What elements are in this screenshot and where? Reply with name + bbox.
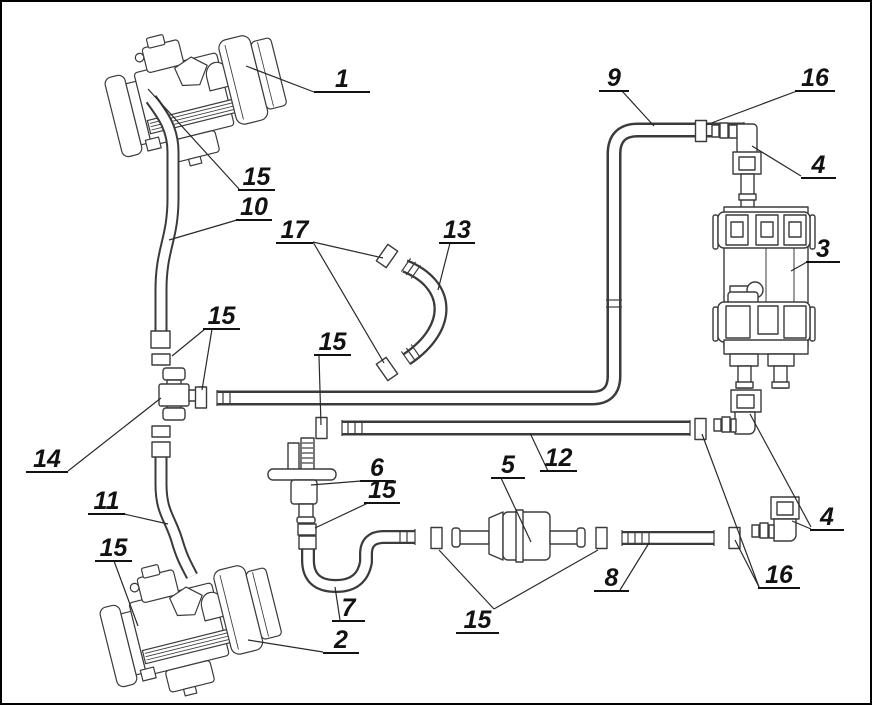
callout-4-leader [751, 145, 802, 177]
callout-10-leader [168, 219, 238, 241]
callout-15-leader [201, 328, 213, 391]
clamp-15-hose9-end [194, 386, 208, 409]
callout-15-label: 15 [319, 328, 348, 356]
callout-15-label: 15 [368, 476, 397, 504]
callout-13-label: 13 [443, 216, 471, 244]
callout-5-leader [500, 477, 532, 543]
clamp-15-valve [297, 523, 317, 536]
callout-13-leader [437, 242, 451, 291]
callout-15-leader [493, 549, 599, 610]
carburetor-1 [96, 8, 297, 182]
callout-17-label: 17 [281, 216, 310, 244]
callout-16-leader [734, 539, 760, 588]
clamp-15-filter-right [595, 526, 608, 550]
hose-13 [400, 258, 448, 365]
callout-15-leader [438, 549, 495, 610]
hose-9 [216, 122, 745, 406]
callout-17-leader [312, 241, 384, 259]
tee-fitting-14 [158, 367, 207, 421]
elbow-fitting-4-top [711, 122, 762, 209]
clamp-16-mid [694, 417, 707, 441]
clamp-17-bottom [375, 356, 399, 382]
callout-8-label: 8 [605, 564, 619, 592]
callout-1-leader [245, 65, 315, 93]
callout-3-label: 3 [816, 235, 830, 263]
callout-17-leader [312, 241, 385, 364]
callout-6-leader [310, 480, 362, 486]
clamp-15-tee-top [151, 353, 171, 366]
elbow-fitting-4-mid [713, 389, 762, 435]
callout-7-leader [334, 586, 341, 621]
callout-15-leader [113, 560, 139, 627]
callout-15-label: 15 [100, 534, 129, 562]
callout-15-label: 15 [464, 606, 493, 634]
callout-2-label: 2 [333, 626, 348, 654]
callout-4-label: 4 [811, 151, 826, 179]
callout-9-label: 9 [607, 64, 621, 92]
callout-1-label: 1 [335, 65, 349, 93]
callout-15-leader [314, 502, 369, 529]
callout-6-label: 6 [370, 454, 385, 482]
callout-4-leader [791, 520, 812, 530]
callout-11-label: 11 [94, 487, 120, 515]
callout-15-label: 15 [243, 163, 272, 191]
callout-16-label: 16 [801, 64, 830, 92]
clamp-15-filter-left [430, 526, 443, 550]
fuel-filter-5 [451, 509, 586, 563]
callout-12-label: 12 [545, 444, 573, 472]
clamp-17-top [375, 243, 399, 269]
callout-15-label: 15 [208, 302, 237, 330]
callout-4-label: 4 [819, 503, 834, 531]
callout-3-leader [790, 261, 808, 272]
callout-15-leader [147, 88, 240, 190]
callout-2-leader [247, 639, 324, 653]
callout-15-leader [318, 355, 322, 426]
callout-16-label: 16 [765, 561, 794, 589]
clamp-15-hose12-end [315, 416, 328, 440]
clamp-15-tee-bottom [151, 425, 171, 438]
hose-10 [145, 95, 180, 349]
elbow-fitting-4-bottom [751, 496, 800, 542]
callout-7-label: 7 [342, 594, 357, 622]
hose-11 [151, 441, 198, 579]
callout-4-leader [749, 413, 812, 528]
callout-16-leader [701, 433, 760, 588]
valve-6 [267, 437, 337, 524]
callout-14-label: 14 [33, 445, 61, 473]
callout-8-leader [619, 542, 650, 591]
canister-3 [712, 206, 816, 389]
clamp-16-top [694, 119, 708, 143]
callout-16-leader [705, 90, 798, 126]
callout-5-label: 5 [501, 451, 516, 479]
callout-9-leader [621, 90, 655, 127]
hose-12 [341, 420, 691, 436]
callout-14-leader [67, 397, 162, 472]
callout-15-leader [171, 328, 206, 357]
callout-10-label: 10 [240, 193, 268, 221]
callout-12-leader [529, 432, 549, 472]
hose-8 [621, 530, 715, 546]
callout-11-leader [123, 513, 169, 525]
hose-7 [298, 529, 416, 594]
